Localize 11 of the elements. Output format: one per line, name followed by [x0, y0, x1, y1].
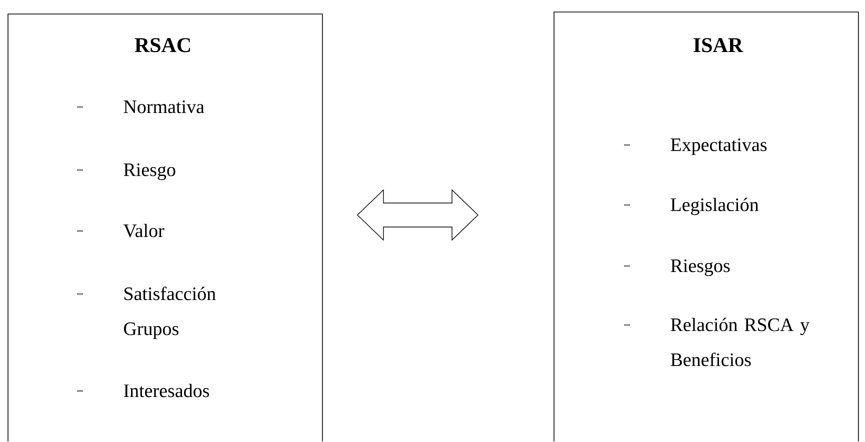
list-item: Riesgo	[124, 163, 176, 180]
list-item: Riesgos	[670, 259, 730, 276]
list-item: Satisfacción Grupos	[124, 286, 216, 340]
list-item: Relación RSCA y Beneficios	[670, 318, 810, 366]
list-item: Valor	[123, 224, 164, 238]
list-item: Legislación	[670, 198, 759, 216]
box-heading: RSAC	[134, 38, 190, 52]
box-heading: ISAR	[694, 38, 744, 52]
list-item: Expectativas	[670, 138, 767, 156]
list-item: Normativa	[124, 100, 204, 114]
list-item: Interesados	[124, 384, 210, 398]
